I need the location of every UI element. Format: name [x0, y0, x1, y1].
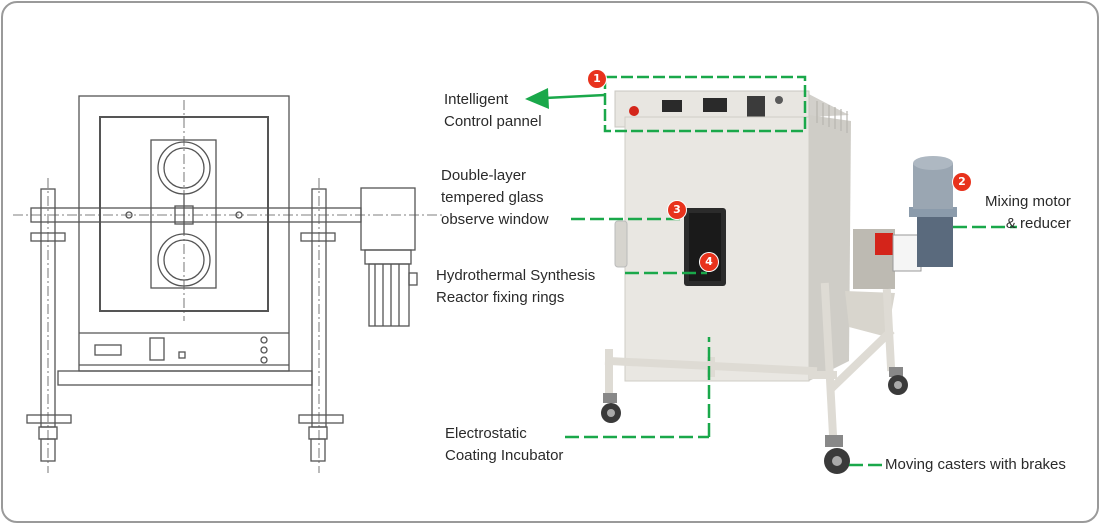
fixing-rings-label: Hydrothermal Synthesis Reactor fixing ri… — [436, 267, 596, 306]
reducer-box — [917, 215, 953, 267]
casters-label: Moving casters with brakes — [885, 456, 1066, 473]
badge-window: 3 — [668, 201, 686, 219]
motor-body — [913, 163, 953, 209]
crossbar — [57, 370, 313, 386]
annotation-lines — [525, 75, 1017, 467]
motor-body — [368, 263, 410, 327]
frame-leg-front-right — [820, 282, 838, 440]
caster-front-right — [824, 435, 850, 474]
red-coupler — [875, 233, 893, 255]
badge-mixing-motor: 2 — [953, 173, 971, 191]
technical-drawing — [13, 95, 443, 473]
control-panel-arrowhead — [525, 88, 549, 109]
badge-control-panel: 1 — [588, 70, 606, 88]
cabinet-side — [809, 115, 851, 381]
drawing-switch — [149, 337, 165, 361]
door-hinge-left — [614, 220, 628, 268]
panel-controller — [747, 96, 765, 118]
motor-nameplate — [892, 234, 922, 272]
control-panel-label: Intelligent Control pannel — [444, 91, 542, 130]
mixing-motor-label: Mixing motor & reducer — [985, 193, 1071, 232]
reactor-holder-outline — [150, 139, 217, 289]
badge-fixing-rings: 4 — [700, 253, 718, 271]
incubator-label: Electrostatic Coating Incubator — [445, 425, 564, 464]
control-panel-arrow-line — [544, 93, 606, 100]
panel-display-1 — [662, 100, 682, 112]
product-illustration — [601, 90, 957, 474]
caster-front-left — [601, 393, 621, 423]
motor-flange — [909, 207, 957, 217]
panel-indicator-light — [629, 106, 639, 116]
panel-knob — [775, 96, 783, 104]
panel-display-2 — [703, 98, 727, 112]
window-label: Double-layer tempered glass observe wind… — [441, 167, 549, 228]
drawing-display — [94, 344, 122, 356]
control-panel-highlight — [603, 75, 807, 133]
caster-back-right — [888, 367, 908, 395]
